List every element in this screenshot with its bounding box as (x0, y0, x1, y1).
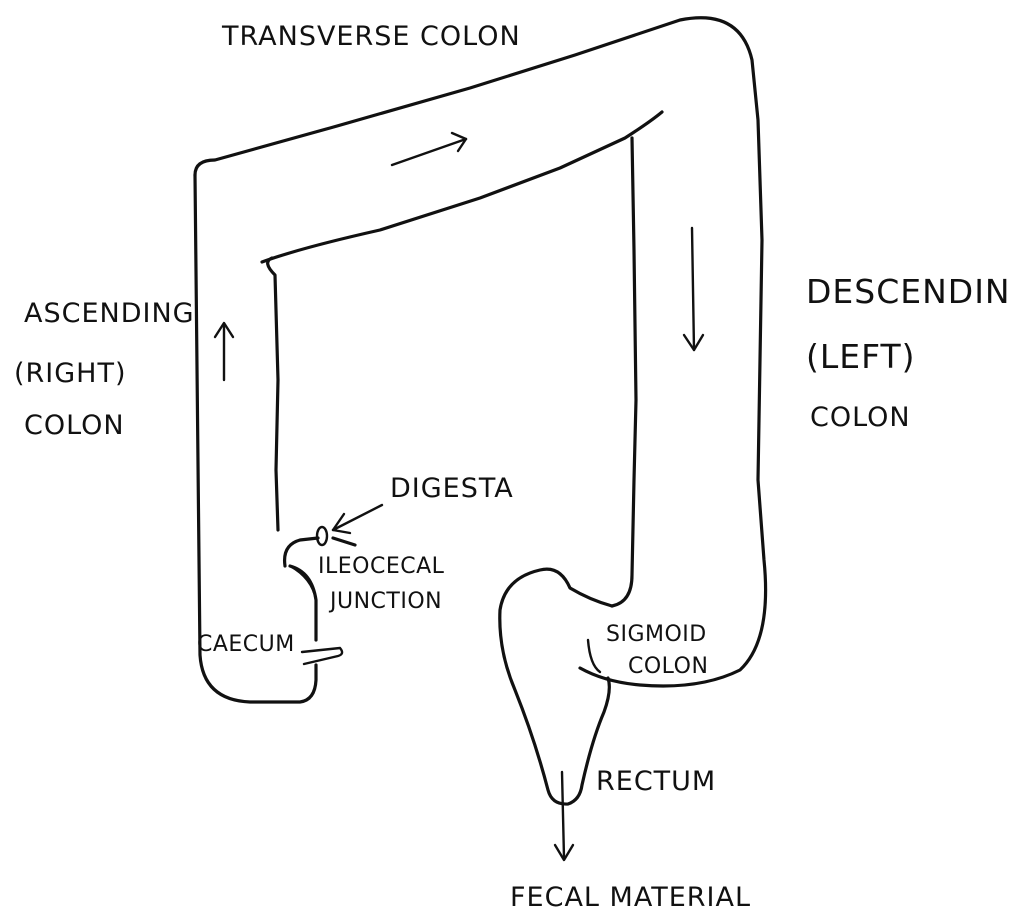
sigmoid-colon-label-line2: COLON (628, 654, 708, 679)
ascending-colon-label-line2: (RIGHT) (14, 358, 127, 389)
rectum-label: RECTUM (596, 766, 716, 797)
digesta-pointer-arrow (333, 505, 382, 533)
colon-outer-wall-top (195, 18, 766, 686)
caecum-label: CAECUM (197, 632, 295, 657)
sigmoid-colon-label-line1: SIGMOID (606, 622, 707, 647)
ascending-colon-label-line1: ASCENDING (24, 298, 195, 329)
sigmoid-leader-line (588, 640, 600, 672)
digesta-pellet (317, 527, 327, 545)
ileocecal-label-line1: ILEOCECAL (318, 554, 445, 579)
appendix-stub (302, 648, 342, 664)
flow-arrow-fecal (555, 772, 573, 860)
fecal-material-label: FECAL MATERIAL (510, 882, 751, 913)
transverse-colon-label: TRANSVERSE COLON (221, 21, 521, 52)
ileocecal-label-line2: JUNCTION (328, 589, 442, 614)
ascending-colon-label-line3: COLON (24, 410, 125, 441)
digesta-label: DIGESTA (390, 473, 514, 504)
flow-arrow-transverse (392, 133, 466, 165)
flow-arrow-descending (684, 228, 703, 350)
colon-outer-wall (195, 175, 355, 702)
flow-arrow-ascending (215, 323, 233, 380)
descending-colon-label-line1: DESCENDING (806, 272, 1011, 311)
descending-colon-label-line2: (LEFT) (806, 337, 916, 376)
colon-inner-wall (262, 112, 662, 606)
descending-colon-label-line3: COLON (810, 402, 911, 433)
